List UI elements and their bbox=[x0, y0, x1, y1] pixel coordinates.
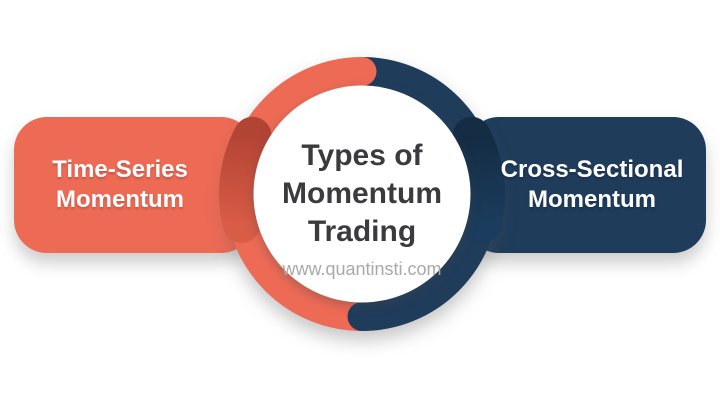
right-branch-pill bbox=[466, 117, 706, 253]
right-ribbon-fold bbox=[452, 116, 505, 243]
ring-coral-cap-top bbox=[347, 57, 377, 86]
center-title: Types of Momentum Trading bbox=[282, 137, 442, 251]
center-title-line3: Trading bbox=[307, 215, 417, 248]
right-branch-label: Cross-Sectional Momentum bbox=[478, 117, 706, 253]
center-title-block: Types of Momentum Trading www.quantinsti… bbox=[252, 137, 472, 280]
right-branch-label-line2: Momentum bbox=[528, 186, 656, 213]
left-ribbon-fold bbox=[219, 116, 272, 243]
center-title-line1: Types of bbox=[301, 139, 423, 172]
left-branch-pill bbox=[14, 117, 254, 253]
left-branch-label-line1: Time-Series bbox=[52, 156, 188, 183]
center-title-line2: Momentum bbox=[282, 177, 442, 210]
right-branch-label-line1: Cross-Sectional bbox=[500, 156, 684, 183]
left-branch-label: Time-Series Momentum bbox=[14, 117, 226, 253]
center-circle bbox=[253, 85, 471, 303]
website-url: www.quantinsti.com bbox=[282, 259, 442, 279]
left-branch-label-line2: Momentum bbox=[56, 186, 184, 213]
ring-navy-cap-bottom bbox=[347, 302, 377, 331]
